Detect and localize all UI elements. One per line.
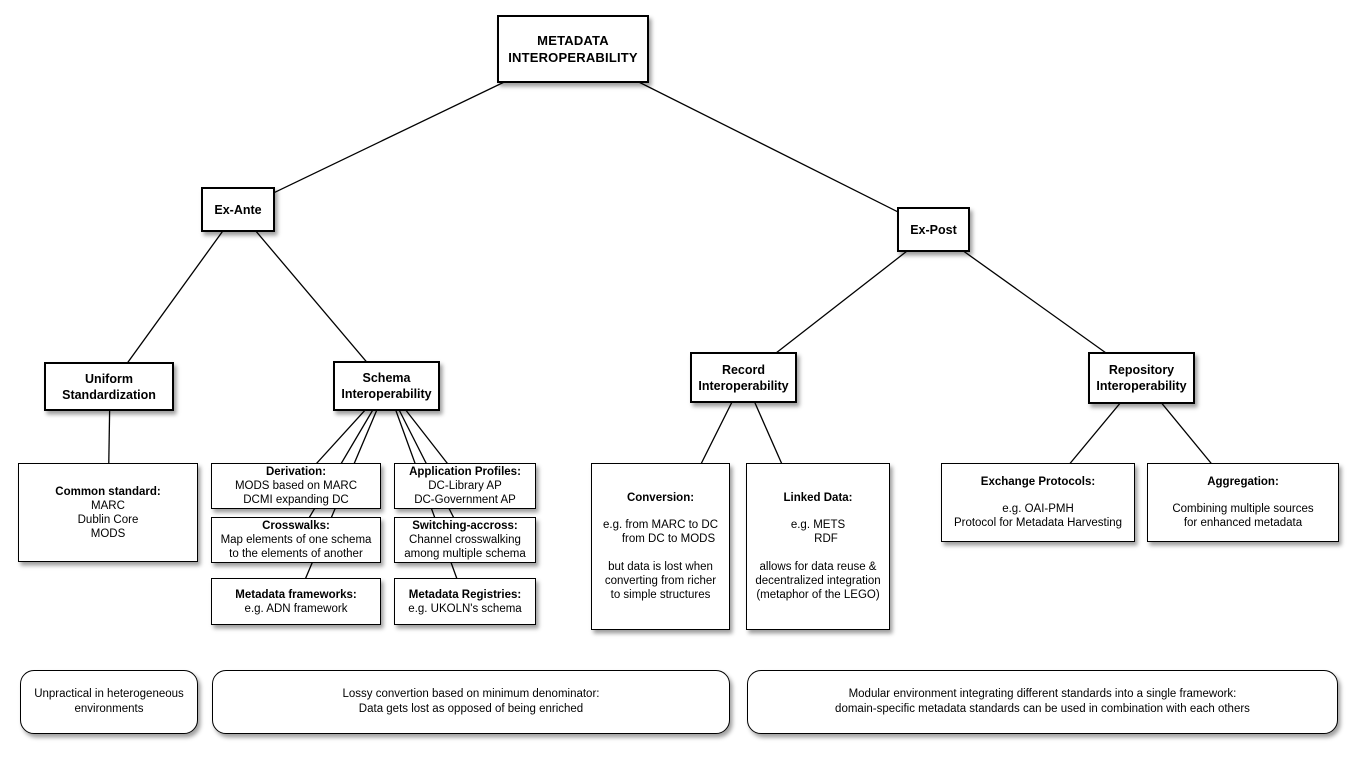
- node-title: Aggregation:: [1207, 476, 1279, 488]
- node-body: Map elements of one schema to the elemen…: [220, 534, 372, 560]
- node-aggregation: Aggregation: Combining multiple sources …: [1147, 463, 1339, 542]
- node-body: e.g. ADN framework: [244, 602, 348, 615]
- node-body: Combining multiple sources for enhanced …: [1172, 503, 1314, 529]
- node-title: Linked Data:: [783, 492, 853, 504]
- node-title: Uniform Standardization: [62, 371, 156, 402]
- node-derivation: Derivation: MODS based on MARC DCMI expa…: [211, 463, 381, 509]
- node-metadata-frameworks: Metadata frameworks: e.g. ADN framework: [211, 578, 381, 625]
- node-title: METADATA INTEROPERABILITY: [508, 33, 638, 65]
- node-title: Ex-Post: [910, 222, 957, 237]
- note-ex-post-benefit: Modular environment integrating differen…: [747, 670, 1338, 734]
- node-uniform-standardization: Uniform Standardization: [44, 362, 174, 411]
- node-ex-ante: Ex-Ante: [201, 187, 275, 232]
- note-ex-ante-drawback: Unpractical in heterogeneous environment…: [20, 670, 198, 734]
- connector-ex-ante-uniform-standardization: [109, 209, 239, 388]
- node-title: Record Interoperability: [698, 362, 789, 393]
- node-metadata-interoperability: METADATA INTEROPERABILITY: [497, 15, 649, 83]
- node-body: e.g. from MARC to DC from DC to MODS but…: [602, 519, 719, 601]
- note-schema-drawback: Lossy convertion based on minimum denomi…: [212, 670, 730, 734]
- node-metadata-registries: Metadata Registries: e.g. UKOLN's schema: [394, 578, 536, 625]
- node-title: Exchange Protocols:: [980, 476, 1096, 488]
- note-text: Unpractical in heterogeneous environment…: [34, 688, 184, 715]
- node-body: MARC Dublin Core MODS: [77, 499, 139, 540]
- node-title: Metadata Registries:: [408, 588, 522, 601]
- node-body: e.g. UKOLN's schema: [408, 602, 522, 615]
- node-title: Common standard:: [55, 485, 161, 498]
- node-title: Schema Interoperability: [341, 371, 432, 401]
- node-body: e.g. OAI-PMH Protocol for Metadata Harve…: [953, 503, 1123, 529]
- node-exchange-protocols: Exchange Protocols: e.g. OAI-PMH Protoco…: [941, 463, 1135, 542]
- node-linked-data: Linked Data: e.g. METS RDF allows for da…: [746, 463, 890, 630]
- node-switching-across: Switching-accross: Channel crosswalking …: [394, 517, 536, 563]
- node-title: Application Profiles:: [409, 466, 521, 478]
- node-title: Derivation:: [265, 466, 327, 478]
- node-body: DC-Library AP DC-Government AP: [414, 480, 516, 506]
- node-title: Switching-accross:: [412, 520, 518, 532]
- node-title: Repository Interoperability: [1096, 363, 1187, 393]
- node-ex-post: Ex-Post: [897, 207, 970, 252]
- node-title: Crosswalks:: [262, 520, 330, 532]
- note-text: Lossy convertion based on minimum denomi…: [342, 688, 600, 715]
- node-common-standard: Common standard: MARC Dublin Core MODS: [18, 463, 198, 562]
- node-body: e.g. METS RDF allows for data reuse & de…: [755, 519, 881, 601]
- node-body: Channel crosswalking among multiple sche…: [404, 534, 526, 560]
- node-title: Conversion:: [626, 492, 695, 504]
- node-schema-interoperability: Schema Interoperability: [333, 361, 440, 411]
- node-record-interoperability: Record Interoperability: [690, 352, 797, 403]
- connector-ex-ante-schema-interoperability: [237, 209, 388, 387]
- node-title: Ex-Ante: [214, 202, 262, 217]
- note-text: Modular environment integrating differen…: [835, 688, 1250, 715]
- node-body: MODS based on MARC DCMI expanding DC: [234, 480, 358, 506]
- node-crosswalks: Crosswalks: Map elements of one schema t…: [211, 517, 381, 563]
- node-repository-interoperability: Repository Interoperability: [1088, 352, 1195, 404]
- node-application-profiles: Application Profiles: DC-Library AP DC-G…: [394, 463, 536, 509]
- node-title: Metadata frameworks:: [235, 588, 357, 601]
- node-conversion: Conversion: e.g. from MARC to DC from DC…: [591, 463, 730, 630]
